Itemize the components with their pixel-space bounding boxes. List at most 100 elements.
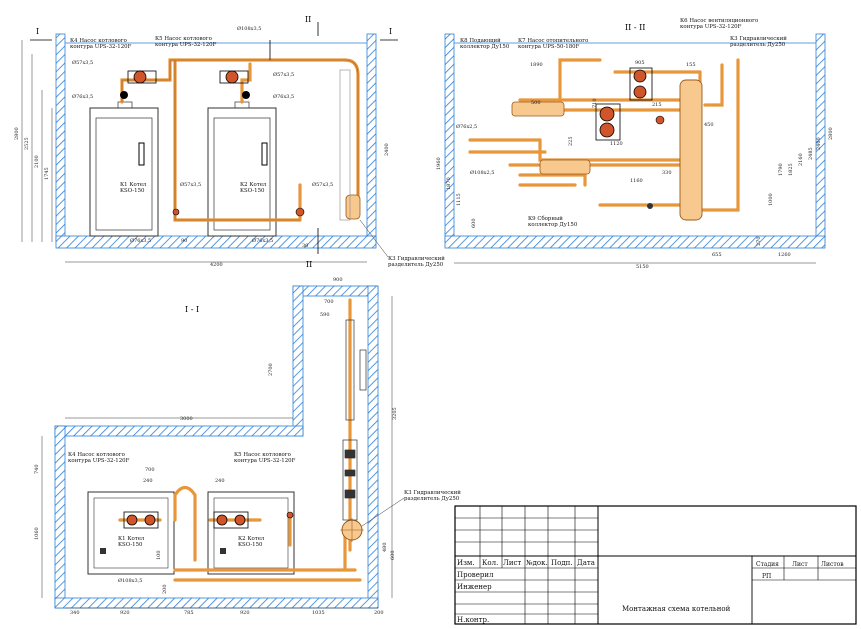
section-mark-right: I (389, 27, 392, 36)
dim-plan-700b: 700 (145, 467, 155, 473)
dim-side-h1790: 1790 (778, 163, 784, 176)
dim-plan-200: 200 (162, 584, 168, 594)
dim-front-w30: 30 (302, 243, 308, 249)
dim-plan-600: 600 (390, 550, 396, 560)
dim-front-d108: Ø108х3,5 (237, 25, 261, 32)
dim-plan-740: 740 (34, 464, 40, 474)
dim-plan-dia108: Ø108х3,5 (118, 577, 142, 584)
plan-title: I - I (185, 305, 199, 314)
dim-plan-2700: 2700 (268, 363, 274, 376)
dim-front-d57c: Ø57х3,5 (180, 181, 201, 188)
plan-wall-inner (292, 285, 304, 437)
dim-plan-240a: 240 (143, 478, 153, 484)
dim-plan-240b: 240 (215, 478, 225, 484)
dim-side-w5150: 5150 (636, 264, 649, 270)
boiler-k1[interactable] (89, 107, 159, 237)
tb-header-podp: Подп. (551, 559, 573, 567)
dim-side-h2800: 2800 (828, 127, 834, 140)
pump-k4-front[interactable] (120, 70, 157, 99)
front-view: I I II II (14, 15, 445, 269)
tb-role-norm: Н.контр. (457, 616, 489, 624)
dim-plan-590: 590 (320, 312, 330, 318)
section-mark-left: I (36, 27, 39, 36)
tb-role-checked: Проверил (457, 571, 494, 579)
dim-front-d57d: Ø57х3,5 (312, 181, 333, 188)
dim-side-450: 450 (704, 122, 714, 128)
dim-side-1890: 1890 (530, 62, 543, 68)
tb-stage-value: РП (762, 573, 771, 580)
tb-header-data: Дата (577, 559, 595, 567)
hydro-separator-k3-front[interactable] (345, 194, 361, 220)
dim-plan-1060: 1060 (34, 527, 40, 540)
tb-stage-header: Стадия (756, 561, 779, 568)
dim-side-1160: 1160 (630, 178, 643, 184)
dim-side-h1115: 1115 (456, 193, 462, 206)
pump-k6-side[interactable] (629, 67, 653, 101)
front-wall-right (366, 33, 377, 243)
tb-role-engineer: Инженер (457, 583, 492, 591)
boiler-k2[interactable] (207, 107, 277, 237)
tb-drawing-title: Монтажная схема котельной (622, 605, 731, 613)
dim-plan-3000: 3000 (180, 416, 193, 422)
section-mark-bottom: II (306, 260, 312, 269)
dim-side-h1870: 1870 (446, 177, 452, 190)
front-floor (55, 235, 377, 249)
dim-side-w655: 655 (712, 252, 722, 258)
dim-side-h1825: 1825 (788, 163, 794, 176)
dim-plan-b340: 340 (70, 610, 80, 616)
tb-header-izm: Изм. (457, 559, 475, 567)
plan-wall-top-left (54, 425, 304, 437)
plan-wall-left (54, 425, 66, 609)
front-wall-left (55, 33, 66, 243)
tb-sheets-header: Листов (821, 561, 844, 568)
dim-front-h2400: 2400 (384, 143, 390, 156)
pump-k5-front[interactable] (219, 70, 250, 99)
collector-k8[interactable] (511, 101, 565, 117)
plan-pump-k4[interactable] (123, 511, 159, 529)
dim-side-dia76: Ø76х2,5 (456, 123, 477, 130)
dim-side-330: 330 (662, 170, 672, 176)
dim-front-h1745: 1745 (44, 167, 50, 180)
dim-plan-900: 900 (333, 277, 343, 283)
dim-front-w90: 90 (181, 238, 187, 244)
title-block (454, 505, 857, 625)
tb-header-ndok: №док. (526, 559, 548, 567)
dim-plan-100: 100 (156, 550, 162, 560)
section-mark-top: II (305, 15, 311, 24)
dim-plan-b1035: 1035 (312, 610, 325, 616)
side-floor (444, 235, 826, 249)
dim-front-d57a: Ø57х3,5 (72, 59, 93, 66)
side-wall-left (444, 33, 455, 243)
dim-side-h1000: 1000 (768, 193, 774, 206)
plan-riser-equipment (342, 319, 367, 521)
dim-side-w1260: 1260 (778, 252, 791, 258)
pump-k7-side[interactable] (595, 103, 621, 141)
plan-boiler-k2[interactable] (207, 491, 295, 575)
dim-side-dia108: Ø108х2,5 (470, 169, 494, 176)
plan-pump-k5[interactable] (213, 511, 249, 529)
dim-side-h270: 270 (756, 236, 762, 246)
dim-front-w4200: 4200 (210, 262, 223, 268)
dim-side-h2400: 2400 (816, 137, 822, 150)
dim-front-h2525: 2525 (24, 137, 30, 150)
tb-header-list: Лист (503, 559, 521, 567)
tb-sheet-header: Лист (792, 561, 808, 568)
dim-front-d76c: Ø76х3,5 (130, 237, 151, 244)
dim-plan-b920b: 920 (240, 610, 250, 616)
collector-k9[interactable] (539, 159, 591, 175)
dim-plan-700a: 700 (324, 299, 334, 305)
hydro-separator-k3-side[interactable] (679, 79, 703, 221)
plan-boiler-k1[interactable] (87, 491, 175, 575)
dim-side-h2160: 2160 (798, 153, 804, 166)
